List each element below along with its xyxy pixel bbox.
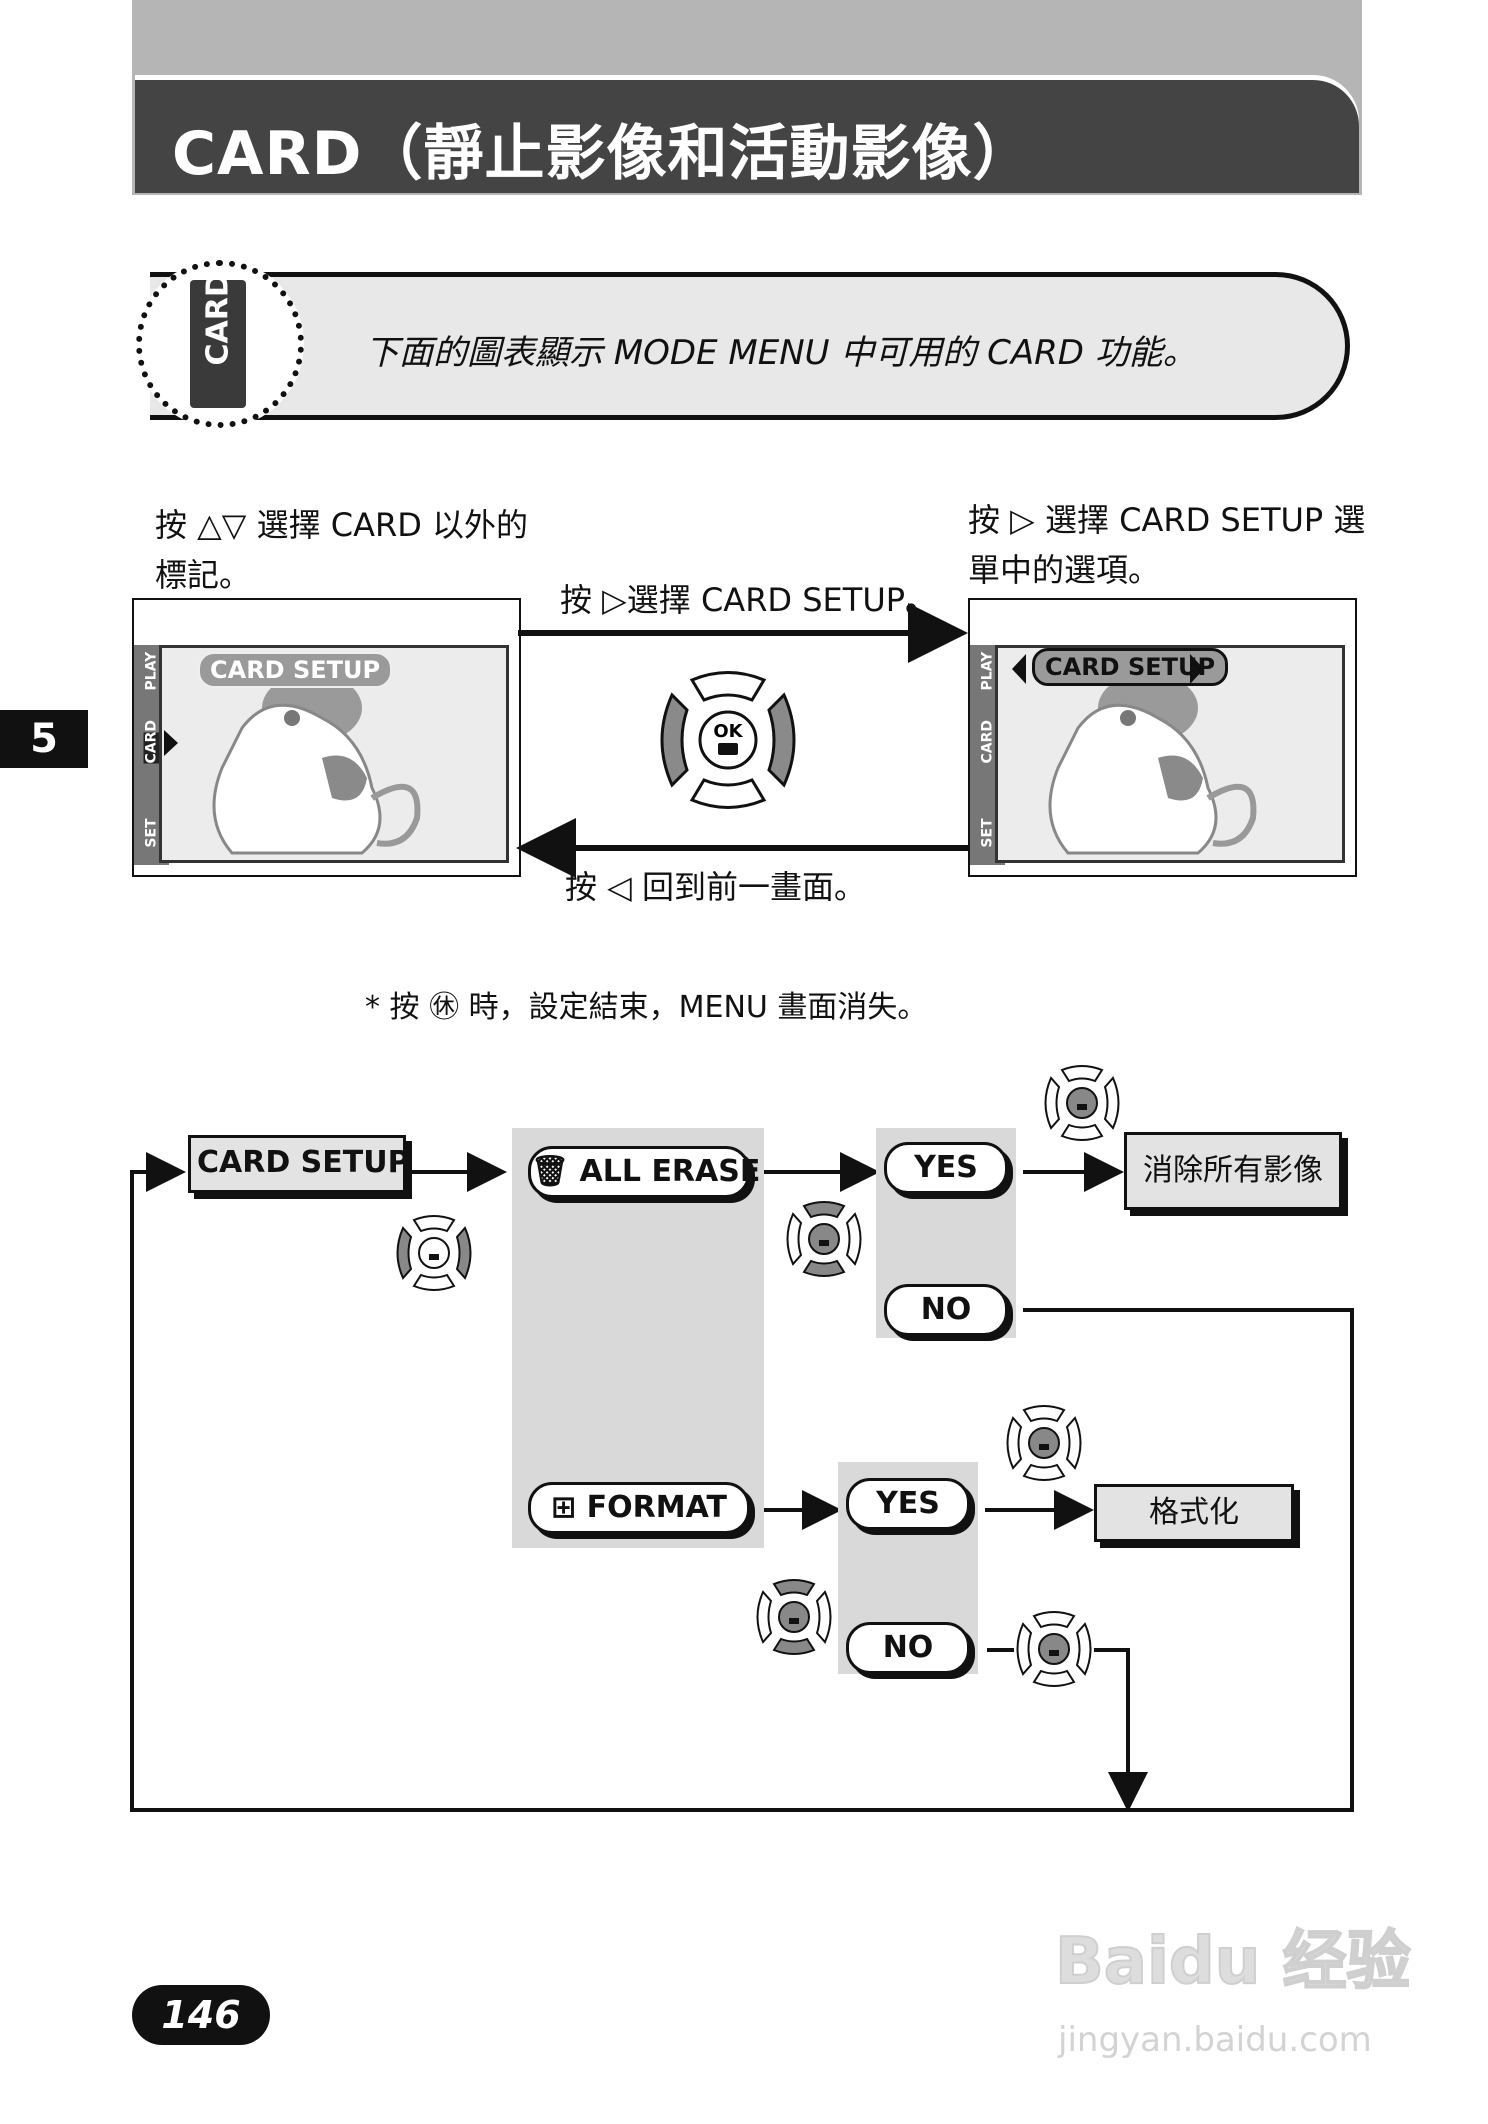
screen-right: PLAY CARD SET CARD SETUP	[968, 598, 1357, 877]
result-erase-all: 消除所有影像	[1124, 1132, 1342, 1210]
page-title: CARD（靜止影像和活動影像）	[172, 119, 1034, 189]
intro-text: 下面的圖表顯示 MODE MENU 中可用的 CARD 功能。	[365, 333, 1197, 373]
trash-icon: 🗑	[531, 1154, 570, 1189]
header-bar	[135, 80, 1359, 193]
watermark-logo: Baidu 经验	[1054, 1924, 1412, 2000]
right-arrow-icon	[1190, 654, 1204, 684]
arrow-pad-up-down-icon	[752, 1576, 836, 1662]
ok-label: OK	[713, 721, 743, 742]
option-format-label: FORMAT	[586, 1490, 727, 1525]
start-card-setup[interactable]: CARD SETUP	[188, 1135, 410, 1193]
arrow-pad-icon[interactable]: OK	[652, 665, 804, 819]
screen-preview	[159, 645, 509, 863]
intro-capsule	[150, 272, 1350, 420]
option-all-erase-label: ALL ERASE	[579, 1154, 761, 1189]
erase-no[interactable]: NO	[884, 1284, 1008, 1336]
arrow-pad-up-down-icon	[782, 1198, 866, 1284]
left-arrow-icon	[1012, 654, 1026, 684]
panel-options	[512, 1128, 764, 1548]
card-tab-icon	[190, 280, 246, 408]
ok-button-icon	[1002, 1402, 1086, 1488]
sidebar-arrow-icon	[164, 730, 178, 756]
format-yes[interactable]: YES	[846, 1478, 970, 1530]
section-badge: 5	[0, 710, 88, 768]
format-icon: ⊞	[551, 1490, 577, 1525]
erase-yes[interactable]: YES	[884, 1142, 1008, 1194]
menu-card-setup[interactable]: CARD SETUP	[198, 652, 393, 688]
format-no[interactable]: NO	[846, 1622, 970, 1674]
instruction-left: 按 △▽ 選擇 CARD 以外的標記。	[155, 506, 529, 594]
page-number: 146	[132, 1985, 270, 2045]
screen-left: PLAY CARD SET CARD SETUP	[132, 598, 521, 877]
ok-button-icon	[1012, 1608, 1096, 1694]
result-format: 格式化	[1094, 1484, 1294, 1542]
instruction-back: 按 ◁ 回到前一畫面。	[565, 868, 866, 906]
arrow-pad-left-right-icon	[392, 1212, 476, 1298]
menu-card-setup-selected[interactable]: CARD SETUP	[1032, 648, 1229, 686]
option-format[interactable]: ⊞ FORMAT	[528, 1482, 750, 1534]
ok-button-icon	[1040, 1062, 1124, 1148]
dog-image	[212, 673, 421, 855]
dog-image	[1048, 673, 1257, 855]
watermark-url: jingyan.baidu.com	[1058, 2020, 1372, 2060]
instruction-right: 按 ▷ 選擇 CARD SETUP 選單中的選項。	[968, 501, 1366, 589]
option-all-erase[interactable]: 🗑 ALL ERASE	[528, 1146, 760, 1198]
note-text: * 按 ㊡ 時，設定結束，MENU 畫面消失。	[365, 990, 928, 1025]
instruction-forward: 按 ▷選擇 CARD SETUP。	[560, 581, 938, 619]
